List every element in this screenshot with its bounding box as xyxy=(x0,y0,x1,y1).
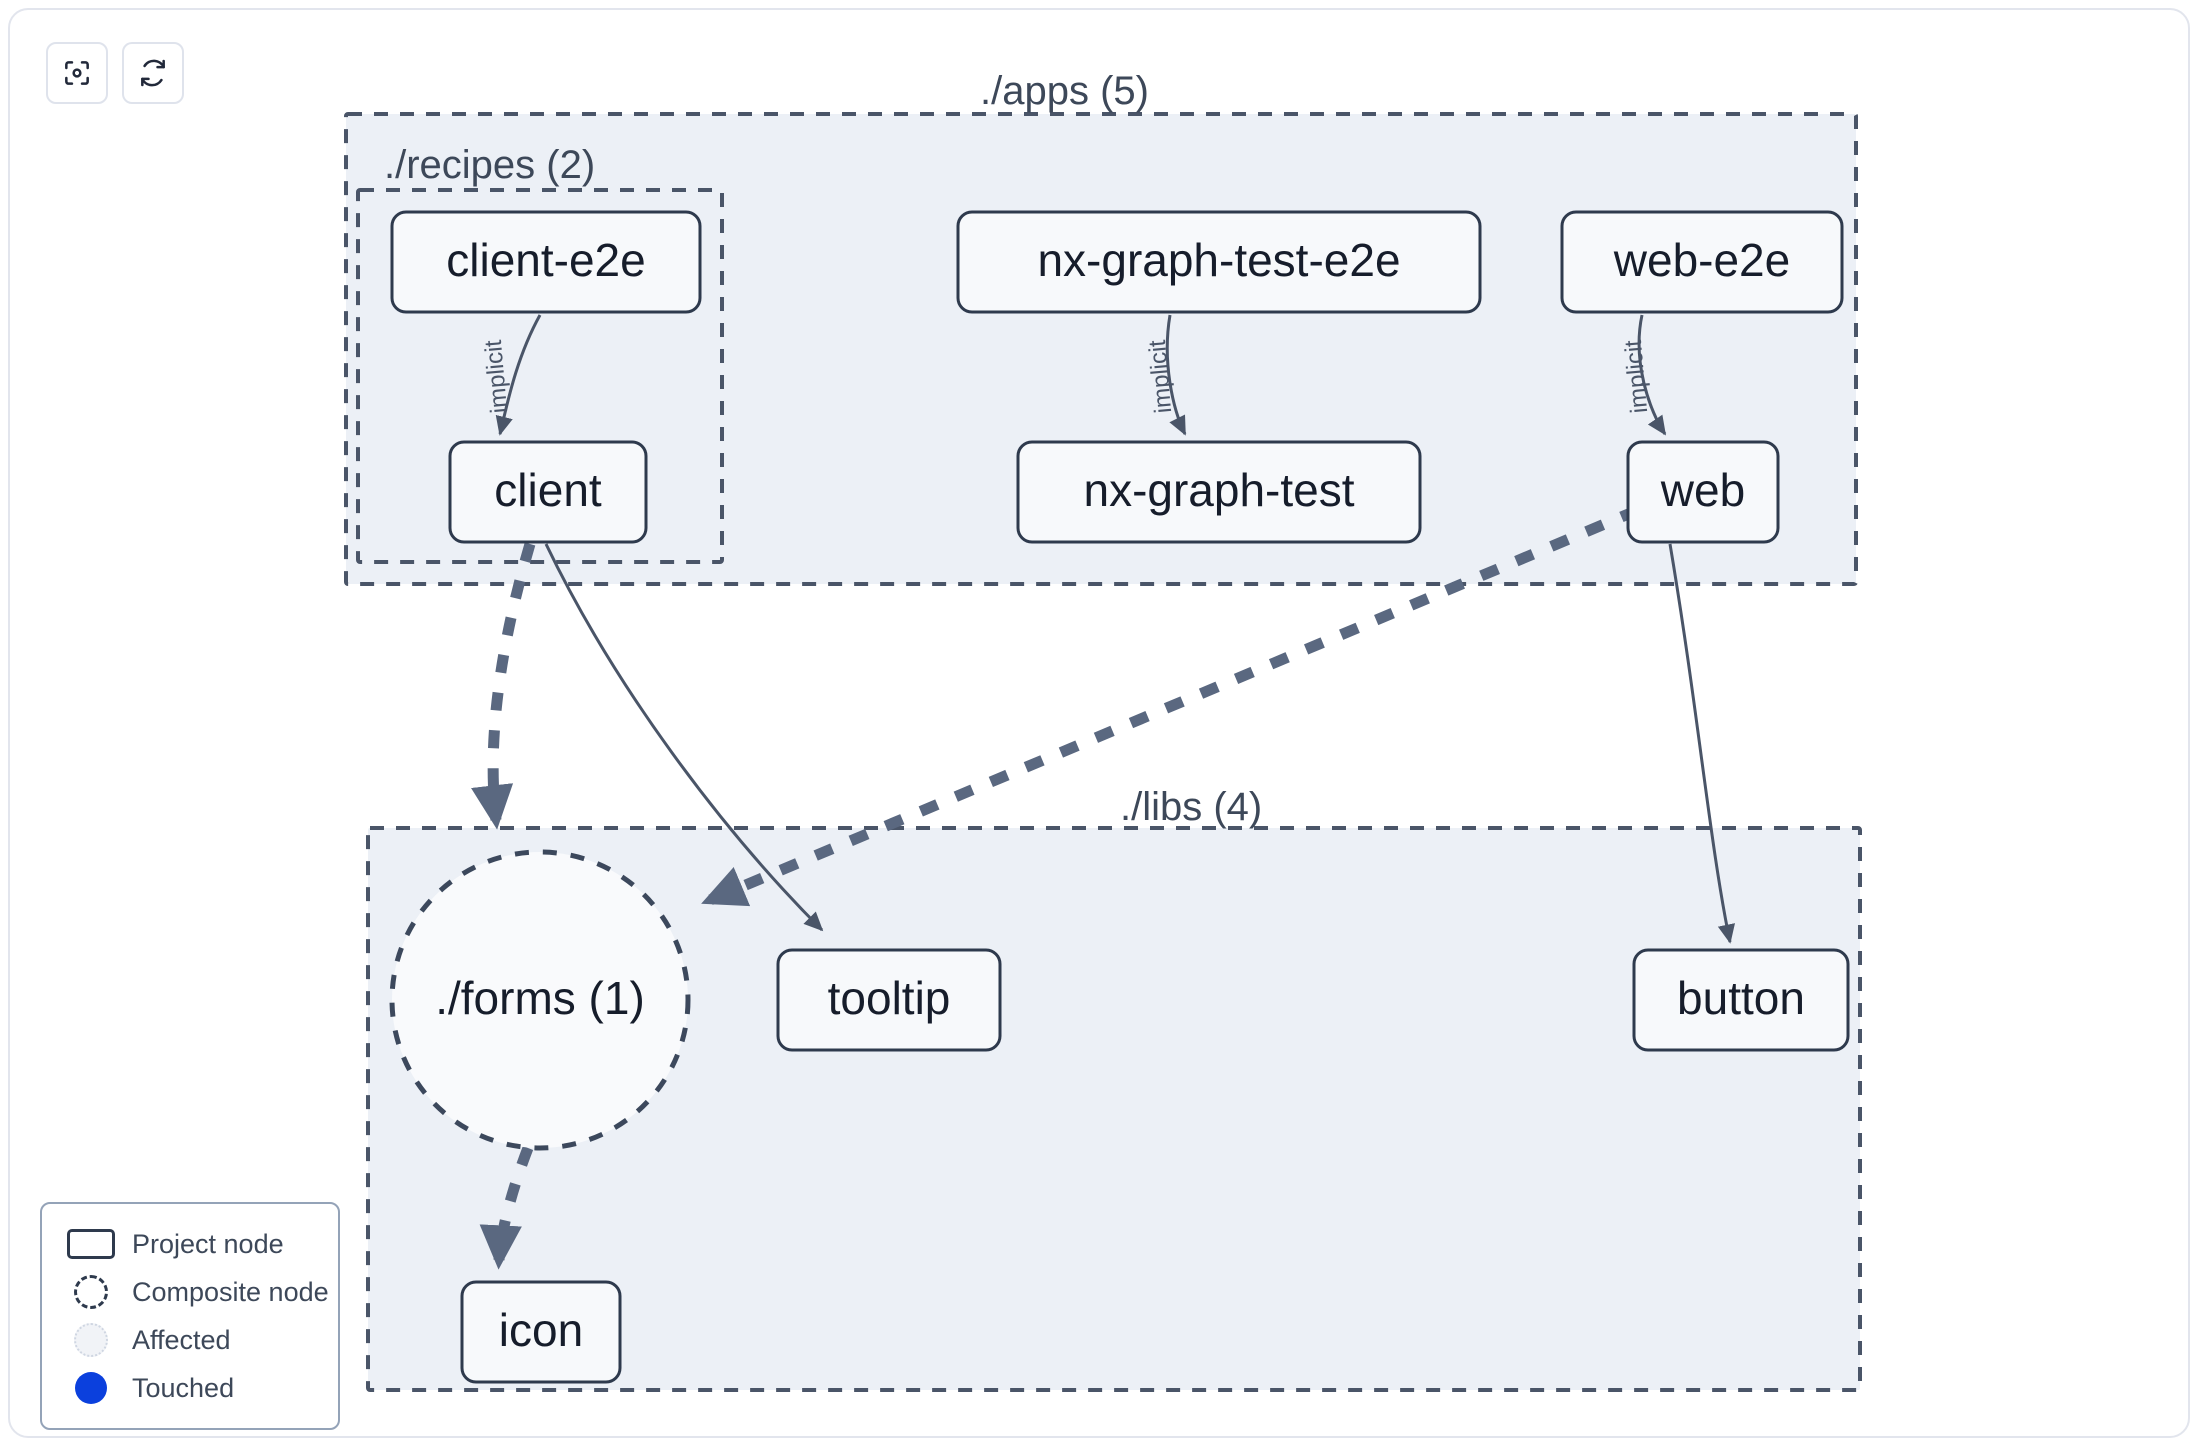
node-forms-label: ./forms (1) xyxy=(435,972,645,1024)
node-tooltip-label: tooltip xyxy=(828,972,951,1024)
node-client-e2e[interactable]: client-e2e xyxy=(390,210,702,314)
node-tooltip[interactable]: tooltip xyxy=(776,948,1002,1052)
edge-web-to-forms[interactable] xyxy=(701,504,1641,907)
legend-item-touched: Touched xyxy=(60,1364,320,1412)
legend-label-affected: Affected xyxy=(132,1324,231,1355)
edge-nx-graph-test-e2e-to-nx-graph-test[interactable]: implicit xyxy=(1144,314,1187,436)
graph-toolbar xyxy=(46,42,184,104)
node-forms-composite[interactable]: ./forms (1) xyxy=(389,849,691,1151)
group-apps-label: ./apps (5) xyxy=(980,69,1149,113)
legend-label-project-node: Project node xyxy=(132,1228,284,1259)
refresh-icon xyxy=(137,57,169,89)
legend-item-project-node: Project node xyxy=(60,1220,320,1268)
legend-label-touched: Touched xyxy=(132,1372,235,1403)
edge-web-e2e-to-web[interactable]: implicit xyxy=(1620,314,1667,436)
edge-forms-to-icon[interactable] xyxy=(479,1146,534,1270)
node-web-label: web xyxy=(1660,464,1745,516)
focus-graph-button[interactable] xyxy=(46,42,108,104)
node-client-label: client xyxy=(494,464,602,516)
group-recipes-label: ./recipes (2) xyxy=(384,143,595,187)
node-web-e2e-label: web-e2e xyxy=(1613,234,1790,286)
edge-client-to-forms[interactable] xyxy=(471,542,536,830)
node-client-e2e-label: client-e2e xyxy=(446,234,645,286)
edge-client-e2e-to-client[interactable]: implicit xyxy=(480,314,542,436)
project-graph-canvas[interactable]: ./apps (5) ./recipes (2) ./libs (4) impl… xyxy=(10,10,2190,1438)
node-nx-graph-test-label: nx-graph-test xyxy=(1083,464,1354,516)
graph-legend: Project node Composite node Affected Tou… xyxy=(40,1202,340,1430)
node-icon[interactable]: icon xyxy=(460,1280,622,1384)
legend-item-composite-node: Composite node xyxy=(60,1268,329,1316)
node-web-e2e[interactable]: web-e2e xyxy=(1560,210,1844,314)
focus-target-icon xyxy=(61,57,93,89)
composite-node-swatch xyxy=(60,1275,122,1309)
group-libs-label: ./libs (4) xyxy=(1120,785,1262,829)
graph-app-frame: ./apps (5) ./recipes (2) ./libs (4) impl… xyxy=(8,8,2190,1438)
legend-label-composite-node: Composite node xyxy=(132,1276,329,1307)
node-client[interactable]: client xyxy=(448,440,648,544)
node-button-label: button xyxy=(1677,972,1805,1024)
group-libs[interactable]: ./libs (4) xyxy=(366,785,1862,1392)
edge-label-implicit-2: implicit xyxy=(1144,339,1177,415)
node-button[interactable]: button xyxy=(1632,948,1850,1052)
edge-label-implicit-3: implicit xyxy=(1620,339,1653,415)
edge-label-implicit-1: implicit xyxy=(480,339,513,415)
project-node-swatch xyxy=(60,1229,122,1259)
node-web[interactable]: web xyxy=(1626,440,1780,544)
node-nx-graph-test-e2e[interactable]: nx-graph-test-e2e xyxy=(956,210,1482,314)
node-nx-graph-test-e2e-label: nx-graph-test-e2e xyxy=(1037,234,1400,286)
affected-swatch xyxy=(60,1323,122,1357)
node-icon-label: icon xyxy=(499,1304,583,1356)
legend-item-affected: Affected xyxy=(60,1316,320,1364)
refresh-graph-button[interactable] xyxy=(122,42,184,104)
touched-swatch xyxy=(60,1372,122,1404)
node-nx-graph-test[interactable]: nx-graph-test xyxy=(1016,440,1422,544)
edge-client-to-tooltip[interactable] xyxy=(544,543,824,932)
edge-web-to-button[interactable] xyxy=(1668,543,1735,944)
